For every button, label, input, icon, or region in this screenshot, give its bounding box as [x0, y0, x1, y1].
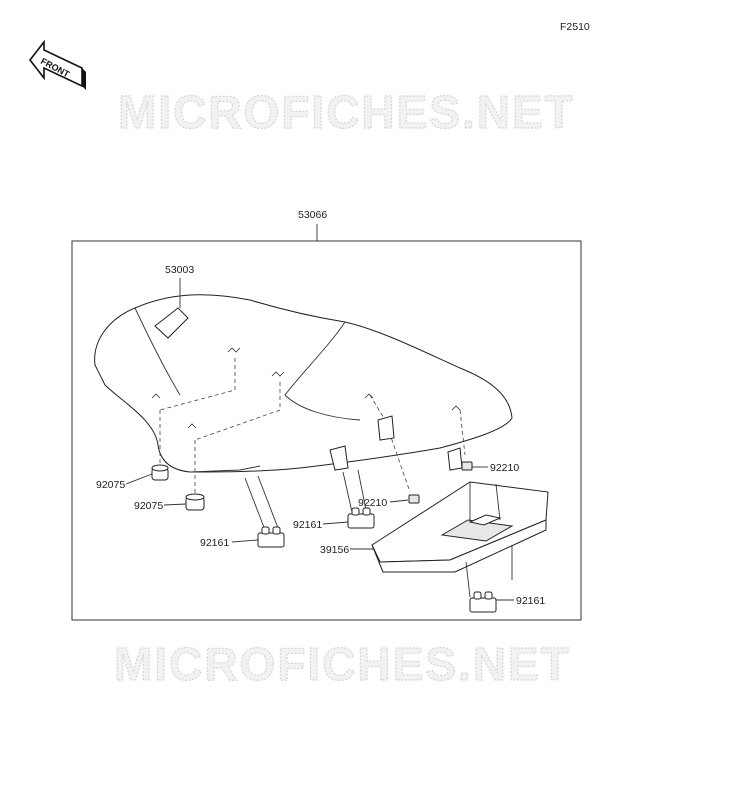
label-seat-assembly: 53066	[298, 209, 327, 221]
nut-right	[461, 461, 473, 471]
bracket-left	[257, 526, 285, 548]
bracket-right	[469, 591, 497, 613]
watermark-top: MICROFICHES.NET	[118, 86, 575, 138]
assembly-frame	[71, 240, 582, 621]
label-damper-lower: 92075	[134, 500, 163, 512]
label-bracket-right: 92161	[516, 595, 545, 607]
tray	[371, 481, 549, 573]
label-damper-upper: 92075	[96, 479, 125, 491]
bracket-center	[347, 507, 375, 529]
seat-body	[94, 294, 513, 473]
damper-upper	[151, 464, 169, 481]
label-nut-right: 92210	[490, 462, 519, 474]
damper-lower	[185, 493, 205, 511]
clip-marks	[151, 347, 461, 429]
watermark-bottom: MICROFICHES.NET	[114, 638, 571, 690]
label-bracket-left: 92161	[200, 537, 229, 549]
label-nut-center: 92210	[358, 497, 387, 509]
label-tray: 39156	[320, 544, 349, 556]
diagram-code: F2510	[560, 21, 590, 33]
label-bracket-center: 92161	[293, 519, 322, 531]
label-cover: 53003	[165, 264, 194, 276]
front-arrow-icon: FRONT	[28, 39, 86, 90]
nut-center	[408, 494, 420, 504]
